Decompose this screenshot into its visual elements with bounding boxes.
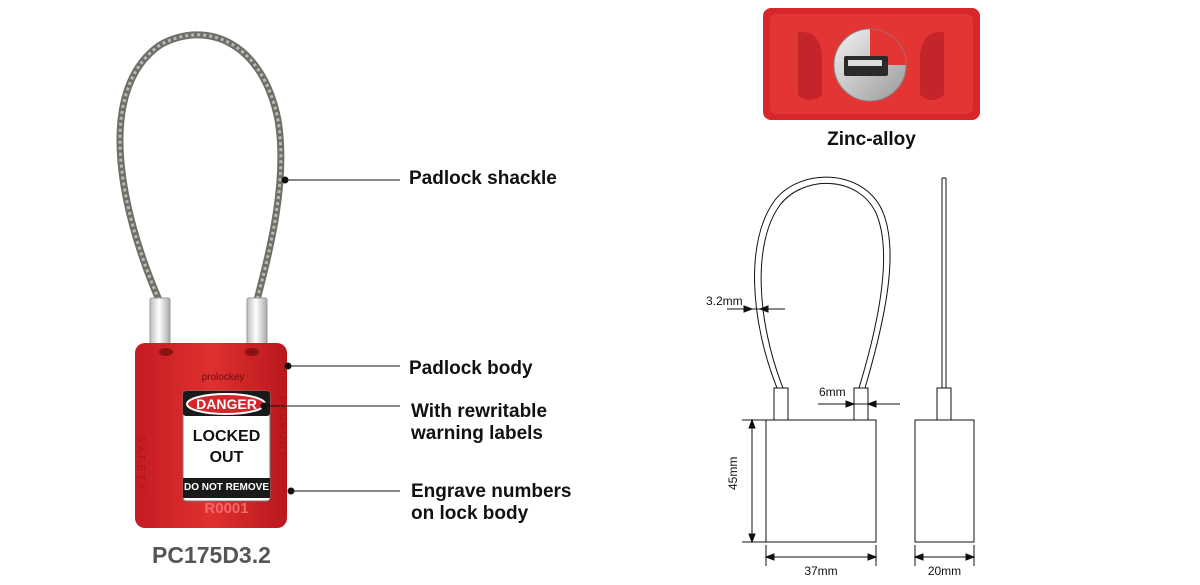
side-text-left: SAFETY [135, 436, 146, 493]
do-not-remove-text: DO NOT REMOVE [183, 482, 269, 493]
material-caption: Zinc-alloy [827, 129, 916, 150]
callout-warning-labels: With rewritable warning labels [411, 401, 548, 444]
dim-cable-diameter: 3.2mm [706, 294, 743, 308]
dim-body-depth: 20mm [927, 564, 962, 578]
model-number: PC175D3.2 [152, 542, 271, 568]
callout-dots [260, 176, 295, 495]
side-text-right: LOCKOUT [277, 396, 288, 459]
shackle-sleeve-left [149, 297, 171, 347]
dim-body-height: 45mm [726, 456, 740, 490]
brand-text: prolockey [201, 372, 245, 383]
engraving-text: R0001 [204, 500, 249, 517]
callout-engrave-numbers: Engrave numbers on lock body [411, 481, 572, 524]
padlock-photo [116, 31, 287, 528]
callout-lines [264, 179, 400, 492]
locked-text: LOCKED [192, 428, 261, 445]
out-text: OUT [209, 449, 244, 466]
dim-body-width: 37mm [804, 564, 838, 578]
technical-drawing-side [914, 177, 975, 543]
zinc-alloy-detail-photo [763, 8, 980, 120]
danger-text: DANGER [196, 396, 257, 412]
technical-drawing-front [754, 176, 891, 543]
dimension-lines [727, 305, 976, 566]
dim-sleeve-diameter: 6mm [819, 385, 846, 399]
callout-padlock-body: Padlock body [409, 358, 533, 379]
callout-padlock-shackle: Padlock shackle [409, 168, 557, 189]
shackle-sleeve-right [246, 297, 268, 347]
